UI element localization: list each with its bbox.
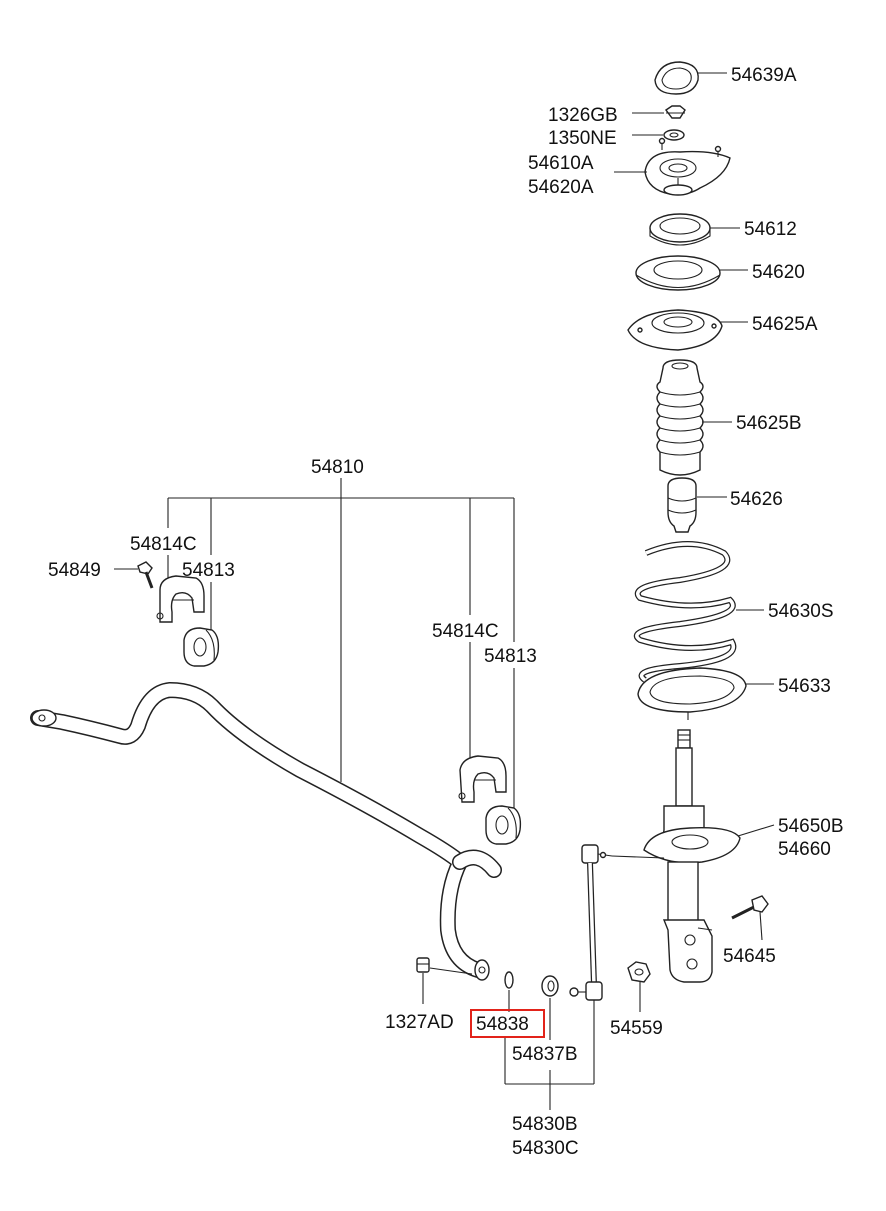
- label-54620A: 54620A: [528, 177, 594, 198]
- label-54610A: 54610A: [528, 153, 594, 174]
- part-54645-bolt: [731, 895, 769, 920]
- part-54814C-right-bracket: [458, 755, 507, 803]
- part-54630S-coil-spring: [633, 541, 737, 683]
- leaders-54810: [167, 478, 515, 808]
- part-54813-right-bushing: [485, 805, 522, 845]
- part-54849-bolt: [137, 561, 154, 589]
- label-1326GB: 1326GB: [548, 105, 618, 126]
- part-1326GB-nut: [664, 105, 686, 119]
- highlight-box: [470, 1009, 545, 1038]
- label-54830B: 54830B: [512, 1114, 578, 1135]
- label-1350NE: 1350NE: [548, 128, 617, 149]
- part-54838-ring: [504, 971, 514, 989]
- part-54612-bearing: [649, 213, 711, 246]
- label-54620: 54620: [752, 262, 805, 283]
- part-54633-lower-pad: [637, 667, 747, 720]
- label-54639A: 54639A: [731, 65, 797, 86]
- part-54626-bump-stop: [667, 477, 697, 533]
- label-54814C-right: 54814C: [432, 621, 499, 642]
- leader-clip-bar: [429, 967, 473, 975]
- part-54625A-upper-seat: [627, 309, 723, 351]
- label-54849: 54849: [48, 560, 101, 581]
- leader-54650B: [737, 824, 775, 837]
- label-54650B: 54650B: [778, 816, 844, 837]
- part-54639A-cap: [654, 61, 699, 95]
- label-54625B: 54625B: [736, 413, 802, 434]
- label-1327AD: 1327AD: [385, 1012, 454, 1033]
- label-54813-left: 54813: [182, 560, 235, 581]
- label-54813-right: 54813: [484, 646, 537, 667]
- label-54660: 54660: [778, 839, 831, 860]
- part-54625B-dust-boot: [656, 359, 704, 476]
- part-54559-nut: [627, 961, 651, 983]
- label-54814C-left: 54814C: [130, 534, 197, 555]
- part-54650B-strut: [643, 729, 741, 983]
- part-54810-stabilizer-bar: [30, 682, 502, 981]
- part-1350NE-washer: [663, 129, 685, 141]
- part-54814C-left-bracket: [156, 575, 205, 623]
- label-54612: 54612: [744, 219, 797, 240]
- part-54620-spring-pad: [635, 255, 721, 291]
- leader-54645: [759, 911, 763, 941]
- part-1327AD-clip: [416, 957, 430, 973]
- part-54830B-link: [569, 844, 665, 1001]
- label-54830C: 54830C: [512, 1138, 579, 1159]
- label-54810: 54810: [311, 457, 364, 478]
- part-54813-left-bushing: [183, 627, 220, 667]
- label-54625A: 54625A: [752, 314, 818, 335]
- label-54633: 54633: [778, 676, 831, 697]
- part-54610A-strut-mount: [644, 137, 731, 196]
- leaders-54830B: [504, 1000, 595, 1110]
- label-54645: 54645: [723, 946, 776, 967]
- label-54626: 54626: [730, 489, 783, 510]
- label-54838: 54838: [476, 1014, 529, 1035]
- label-54559: 54559: [610, 1018, 663, 1039]
- label-54837B: 54837B: [512, 1044, 578, 1065]
- part-54837B-bushing: [541, 975, 559, 997]
- label-54630S: 54630S: [768, 601, 834, 622]
